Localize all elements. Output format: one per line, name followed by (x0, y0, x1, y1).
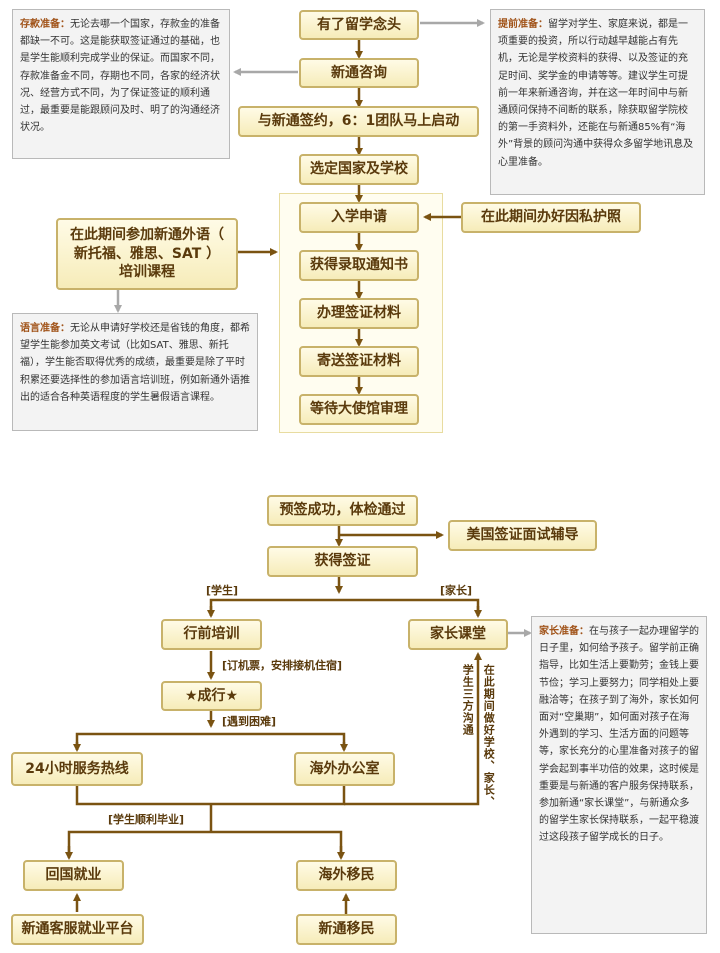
join-hotline-office (75, 786, 346, 806)
branch-return-immigrate (67, 830, 343, 856)
note-parent-label: 家长准备： (539, 626, 589, 637)
note-parent: 家长准备：在与孩子一起办理留学的日子里，如何给予孩子。留学前正确指导，比如生活上… (531, 616, 707, 934)
node-embassy-review[interactable]: 等待大使馆审理 (299, 394, 419, 425)
note-advance-label: 提前准备： (498, 19, 548, 30)
tag-graduate: [学生顺利毕业] (108, 813, 185, 826)
tag-ticket: [订机票，安排接机住宿] (222, 659, 343, 672)
node-get-visa[interactable]: 获得签证 (267, 546, 418, 577)
note-language: 语言准备：无论从申请好学校还是省钱的角度，都希望学生能参加英文考试（比如SAT、… (12, 313, 258, 431)
node-xt-consulting[interactable]: 新通咨询 (299, 58, 419, 88)
node-select-school[interactable]: 选定国家及学校 (299, 154, 419, 185)
note-language-text: 无论从申请好学校还是省钱的角度，都希望学生能参加英文考试（比如SAT、雅思、新托… (20, 323, 250, 403)
loop-to-parent-class (344, 652, 482, 806)
node-departure[interactable]: ★成行★ (161, 681, 262, 711)
note-deposit-text: 无论去哪一个国家，存款金的准备都缺一不可。这是能获取签证通过的基础，也是学生能顺… (20, 19, 220, 134)
node-previsa-passed[interactable]: 预签成功，体检通过 (267, 495, 418, 526)
node-admission-application[interactable]: 入学申请 (299, 202, 419, 233)
node-study-abroad-idea[interactable]: 有了留学念头 (299, 10, 419, 40)
tag-parent: [家长] (440, 584, 473, 597)
note-advance-text: 留学对学生、家庭来说，都是一项重要的投资，所以行动越早越能占有先机，无论是学校资… (498, 19, 694, 168)
node-job-platform[interactable]: 新通客服就业平台 (11, 914, 144, 945)
tag-student: [学生] (206, 584, 239, 597)
tag-trouble: [遇到困难] (222, 715, 277, 728)
node-overseas-office[interactable]: 海外办公室 (294, 752, 395, 786)
vtag-communication-b: 学生三方沟通 (461, 664, 475, 736)
note-deposit: 存款准备：无论去哪一个国家，存款金的准备都缺一不可。这是能获取签证通过的基础，也… (12, 9, 230, 159)
note-advance: 提前准备：留学对学生、家庭来说，都是一项重要的投资，所以行动越早越能占有先机，无… (490, 9, 705, 195)
node-visa-documents[interactable]: 办理签证材料 (299, 298, 419, 329)
node-xt-immigration[interactable]: 新通移民 (296, 914, 397, 945)
note-deposit-label: 存款准备： (20, 19, 70, 30)
node-parent-class[interactable]: 家长课堂 (408, 619, 508, 650)
vtag-communication-a: 在此期间做好学校、家长、 (482, 664, 496, 808)
node-24h-hotline[interactable]: 24小时服务热线 (11, 752, 143, 786)
node-receive-offer[interactable]: 获得录取通知书 (299, 250, 419, 281)
node-pretrip-training[interactable]: 行前培训 (161, 619, 262, 650)
node-send-visa-documents[interactable]: 寄送签证材料 (299, 346, 419, 377)
note-parent-text: 在与孩子一起办理留学的日子里，如何给予孩子。留学前正确指导，比如生活上要勤劳；金… (539, 626, 699, 844)
node-overseas-immigration[interactable]: 海外移民 (296, 860, 397, 891)
node-us-visa-interview[interactable]: 美国签证面试辅导 (448, 520, 597, 551)
node-return-employment[interactable]: 回国就业 (23, 860, 124, 891)
node-sign-contract[interactable]: 与新通签约，6：1团队马上启动 (238, 106, 479, 137)
node-language-training[interactable]: 在此期间参加新通外语（ 新托福、雅思、SAT ）培训课程 (56, 218, 238, 290)
branch-hotline-office (75, 732, 346, 750)
note-language-label: 语言准备： (20, 323, 70, 334)
node-passport[interactable]: 在此期间办好因私护照 (461, 202, 641, 233)
branch-student-parent (209, 598, 480, 616)
